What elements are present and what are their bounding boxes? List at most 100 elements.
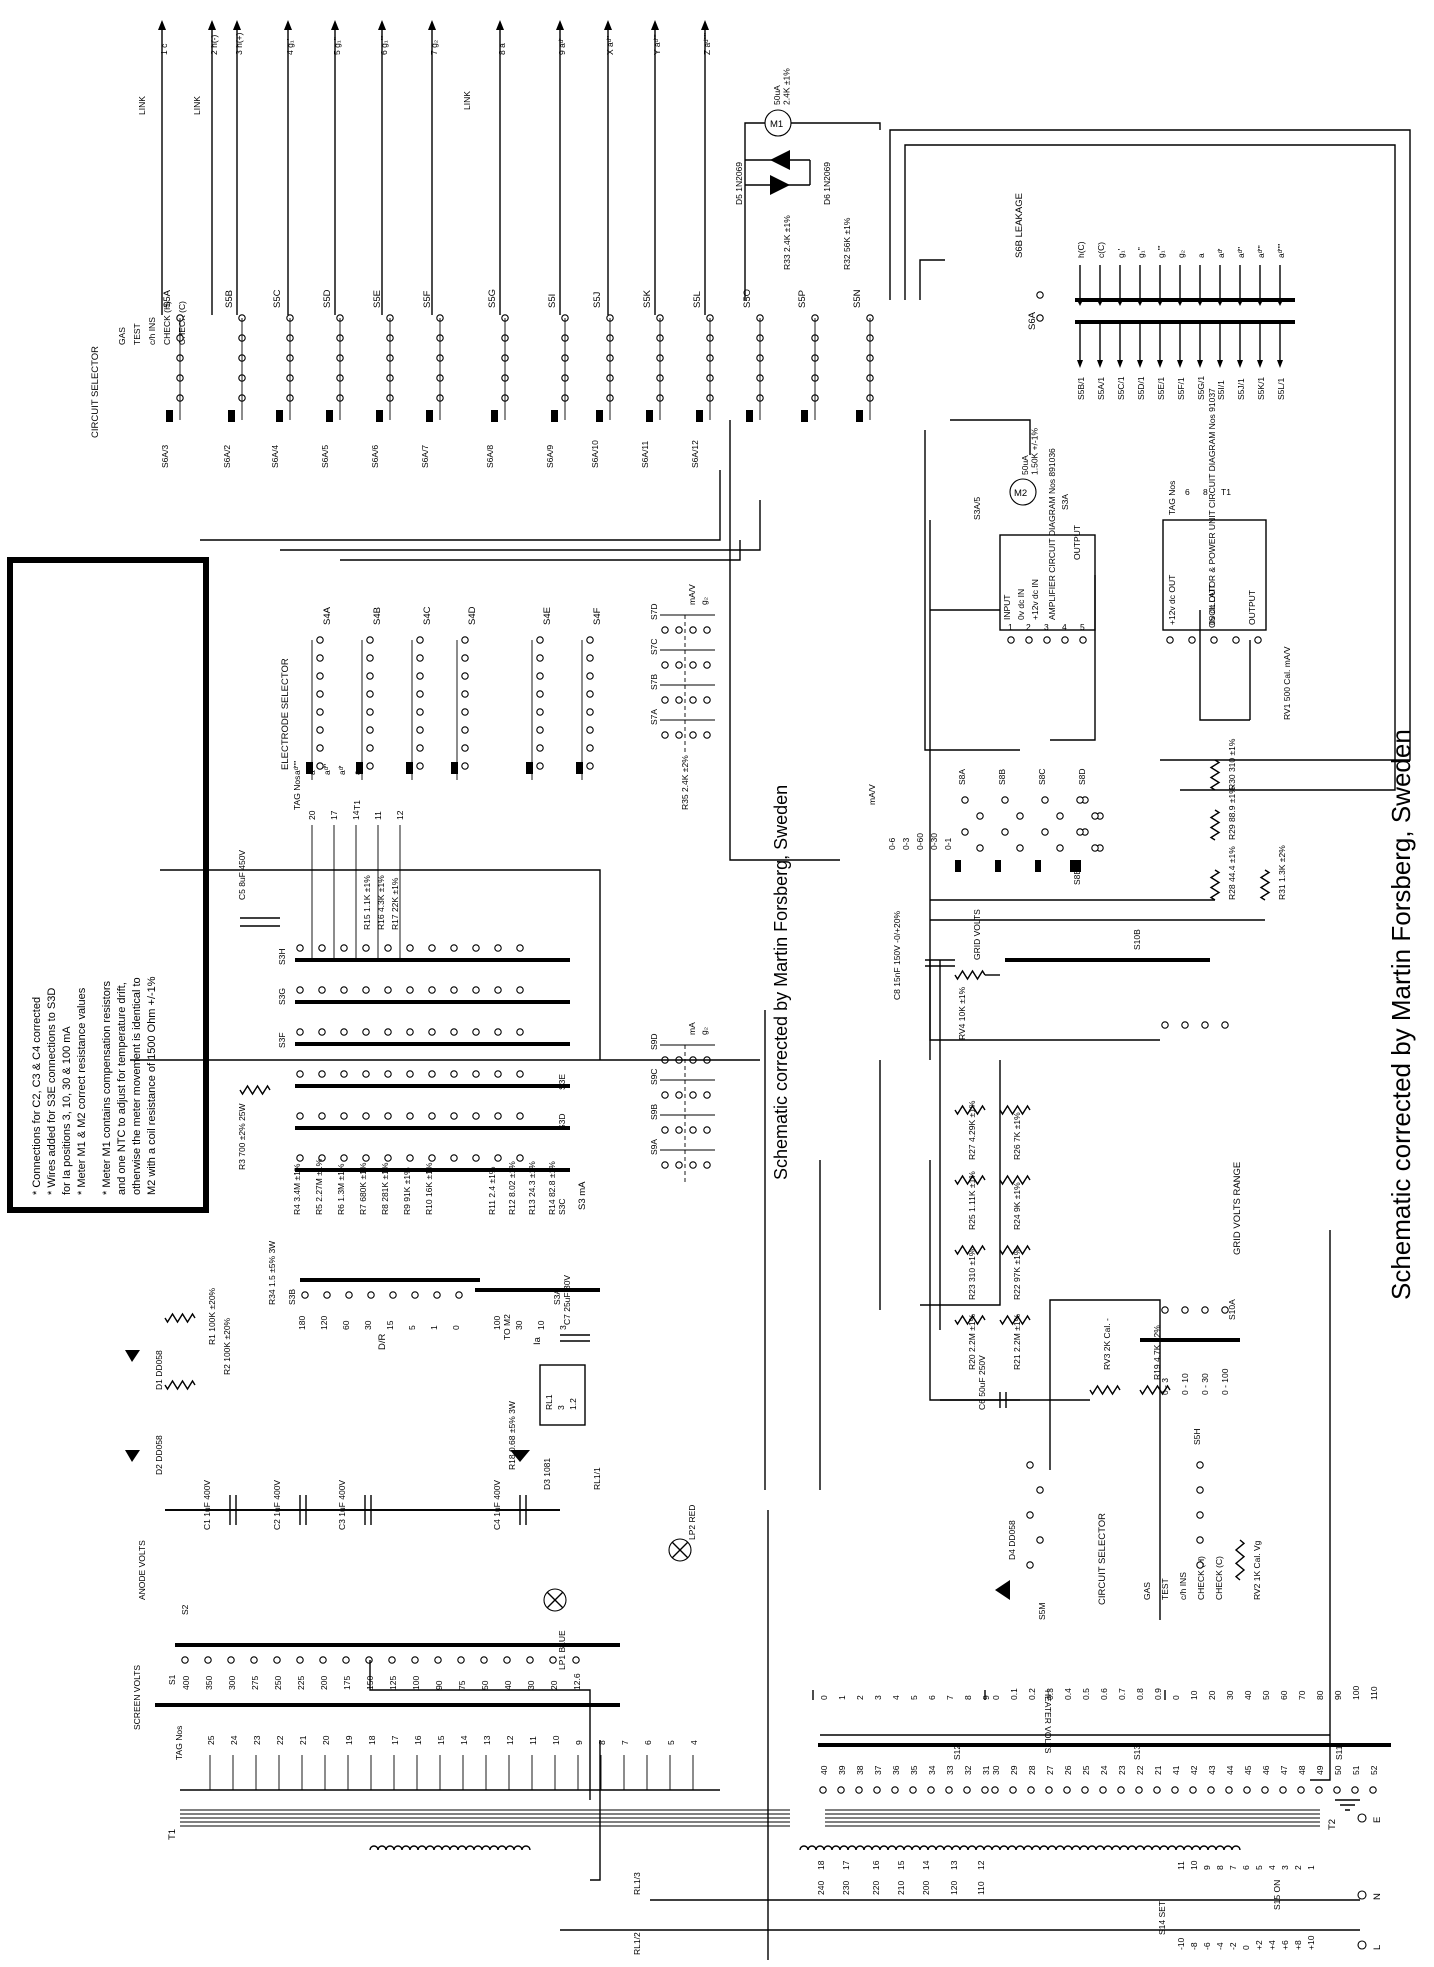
- credit-text-center: Schematic corrected by Martin Forsberg, …: [771, 785, 791, 1180]
- heater-tag: 39: [837, 1765, 847, 1775]
- mains-set: -10: [1176, 1937, 1186, 1950]
- heater-value: 7: [945, 1695, 955, 1700]
- electrode-selector-title: ELECTRODE SELECTOR: [280, 658, 291, 770]
- heater-tag: 40: [819, 1765, 829, 1775]
- terminal-label: 8 a: [497, 43, 507, 55]
- link-label: LINK: [462, 91, 472, 110]
- s7-wafer: S7B: [649, 674, 659, 690]
- mains-set-tag: 4: [1267, 1865, 1277, 1870]
- meter-m2-right: S3A: [1060, 494, 1070, 510]
- terminal-label: 6 g₁''': [379, 35, 389, 55]
- heater-tag: 51: [1351, 1765, 1361, 1775]
- s3-resistor: R8 281K ±1%: [380, 1162, 390, 1215]
- heater-value: 10: [1189, 1690, 1199, 1700]
- mains-tap-tag: 16: [871, 1860, 881, 1870]
- es-position: aᵈ'': [322, 763, 332, 775]
- mains-set-tag: 6: [1241, 1865, 1251, 1870]
- mains-tap: 220: [871, 1881, 881, 1895]
- cs-s6a: S6A/12: [690, 440, 700, 468]
- cs2-position: CHECK (C): [1214, 1556, 1224, 1600]
- heater-value: 5: [909, 1695, 919, 1700]
- heater-tag: 26: [1063, 1765, 1073, 1775]
- relay-box-label: 3: [556, 1405, 566, 1410]
- leakage-top: aᵈ'''': [1276, 243, 1286, 258]
- s7-g2: g₂: [699, 597, 709, 605]
- es-position: aᵈ'''': [292, 760, 302, 775]
- heater-value: 0: [991, 1695, 1001, 1700]
- s3-wafer: S3B: [287, 1289, 297, 1305]
- cs-position: c/h INS: [147, 317, 157, 345]
- s8-wafer: S8B: [997, 769, 1007, 785]
- cs-wafer: S5B: [224, 290, 235, 308]
- grid-range: 0 - 100: [1220, 1368, 1230, 1395]
- osc-tag-number: T1: [1221, 487, 1231, 497]
- leakage-bottom: S5F/1: [1176, 377, 1186, 400]
- s3-resistor: R9 91K ±1%: [402, 1167, 412, 1215]
- heater-tag: 49: [1315, 1765, 1325, 1775]
- note-line: * Wires added for S3E connections to S3D: [46, 988, 58, 1195]
- anode-value: 90: [434, 1680, 444, 1690]
- s8-resistor: R30 310 ±1%: [1227, 738, 1237, 790]
- s3-tag: 12: [395, 810, 405, 820]
- r2-label: R2 100K ±20%: [222, 1317, 232, 1375]
- meter-m2-spec: 50uA1.50K +/-1%: [1020, 428, 1039, 475]
- cs-wafer: S5C: [272, 289, 283, 308]
- note-line: for Ia positions 3, 10, 30 & 100 mA: [61, 1026, 73, 1195]
- mains-tap-tag: 14: [921, 1860, 931, 1870]
- terminal-label: X aᵈ'': [605, 35, 615, 55]
- heater-tag: 32: [963, 1765, 973, 1775]
- s7-wafer: S7C: [649, 638, 659, 655]
- anode-value: 175: [342, 1676, 352, 1690]
- r35-label: R35 2.4K ±2%: [680, 755, 690, 810]
- anode-tag: 21: [298, 1735, 308, 1745]
- anode-tag: 10: [551, 1735, 561, 1745]
- r33-label: R33 2.4K ±1%: [782, 215, 792, 270]
- note-line: * Connections for C2, C3 & C4 corrected: [31, 997, 43, 1195]
- heater-value: 60: [1279, 1690, 1289, 1700]
- diode-pair: D5 1N2069 D6 1N2069: [734, 150, 832, 205]
- anode-tag: 9: [574, 1740, 584, 1745]
- s3-t1: T1: [352, 800, 362, 810]
- cs-wafer: S5P: [797, 290, 808, 308]
- cs-wafer: S5O: [742, 289, 753, 308]
- anode-value: 350: [204, 1676, 214, 1690]
- s3-tag: 20: [307, 810, 317, 820]
- c6-label: C6 50uF 250V: [977, 1355, 987, 1410]
- mains-line: L: [1372, 1945, 1383, 1950]
- es-wafer: S4F: [592, 607, 603, 625]
- osc-tag-number: 6: [1185, 487, 1190, 497]
- anode-value: 125: [388, 1676, 398, 1690]
- s3-ia-title: Ia: [532, 1336, 543, 1345]
- heater-tag: 43: [1207, 1765, 1217, 1775]
- mains-set: +10: [1306, 1935, 1316, 1950]
- terminal-label: 9 aᵈ': [557, 38, 567, 55]
- c8-label: C8 15nF 150V -0/+20%: [892, 910, 902, 1000]
- mains-tap-tag: 13: [949, 1860, 959, 1870]
- mains-set-tag: 9: [1202, 1865, 1212, 1870]
- grid-range-title: GRID VOLTS RANGE: [1232, 1162, 1243, 1255]
- mains-set: 0: [1241, 1945, 1251, 1950]
- cs-wafer: S5E: [372, 290, 383, 308]
- amplifier-box: AMPLIFIER CIRCUIT DIAGRAM Nos 891036INPU…: [999, 448, 1096, 644]
- heater-tag: 38: [855, 1765, 865, 1775]
- es-wafer: S4E: [542, 607, 553, 625]
- d1-label: D1 DD058: [154, 1350, 164, 1390]
- heater-value: 100: [1351, 1686, 1361, 1700]
- s3-resistor: R15 1.1K ±1%: [362, 875, 372, 930]
- mains-set-tag: 5: [1254, 1865, 1264, 1870]
- rv3-label: RV3 2K Cal. -: [1102, 1318, 1112, 1370]
- s7-wafer: S7D: [649, 603, 659, 620]
- r19-label: R19 4.7K ±2%: [1152, 1325, 1162, 1380]
- s8-wafer: S8C: [1037, 768, 1047, 785]
- heater-tag: 37: [873, 1765, 883, 1775]
- osc-pin: +12v dc OUT: [1167, 575, 1177, 625]
- anode-value: 300: [227, 1676, 237, 1690]
- heater-tag: 30: [991, 1765, 1001, 1775]
- s3-dr-value: 30: [363, 1320, 373, 1330]
- heater-tag: 47: [1279, 1765, 1289, 1775]
- grid-range: 0 - 10: [1180, 1373, 1190, 1395]
- heater-tag: 21: [1153, 1765, 1163, 1775]
- cs2-position: TEST: [1160, 1578, 1170, 1600]
